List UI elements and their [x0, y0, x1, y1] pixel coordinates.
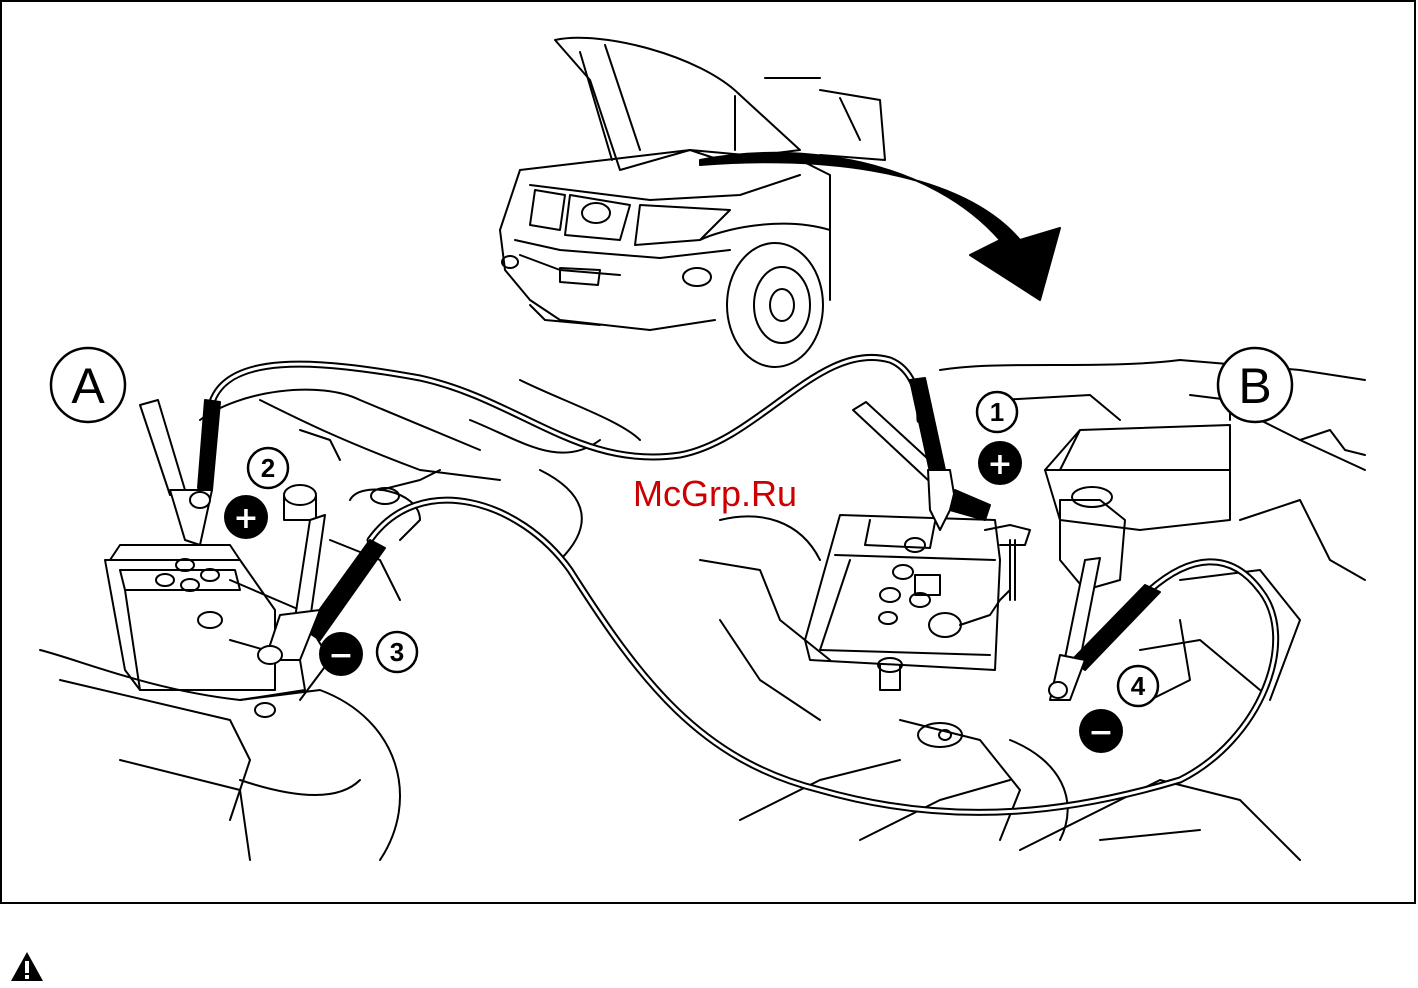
svg-text:3: 3	[390, 637, 404, 667]
step-3-label: 3	[377, 632, 417, 672]
svg-text:2: 2	[261, 453, 275, 483]
clamp-b-positive	[853, 378, 990, 530]
warning-triangle-icon	[10, 950, 44, 984]
clamp-a-negative	[258, 515, 385, 664]
step-2-label: 2	[248, 448, 288, 488]
positive-marker-a: +	[224, 495, 268, 539]
svg-text:1: 1	[990, 397, 1004, 427]
svg-text:−: −	[1088, 715, 1113, 750]
svg-text:A: A	[71, 358, 105, 414]
battery-b	[805, 515, 1030, 690]
svg-text:4: 4	[1131, 671, 1146, 701]
truck-illustration	[500, 38, 885, 367]
svg-text:B: B	[1238, 358, 1271, 414]
svg-text:−: −	[328, 638, 353, 673]
watermark: McGrp.Ru	[633, 473, 797, 514]
clamp-a-positive	[140, 400, 220, 545]
positive-marker-b: +	[978, 441, 1022, 485]
negative-marker-b: −	[1079, 709, 1123, 753]
svg-text:+: +	[987, 447, 1012, 482]
vehicle-a-label: A	[51, 348, 125, 422]
vehicle-b-label: B	[1218, 348, 1292, 422]
negative-cable	[370, 500, 1276, 812]
jump-start-diagram: A B 1 2 3 4 + + − − McGrp.Ru	[0, 0, 1418, 904]
step-1-label: 1	[977, 392, 1017, 432]
step-4-label: 4	[1118, 666, 1158, 706]
positive-cable	[210, 357, 920, 457]
negative-marker-a: −	[319, 632, 363, 676]
svg-text:+: +	[233, 501, 258, 536]
